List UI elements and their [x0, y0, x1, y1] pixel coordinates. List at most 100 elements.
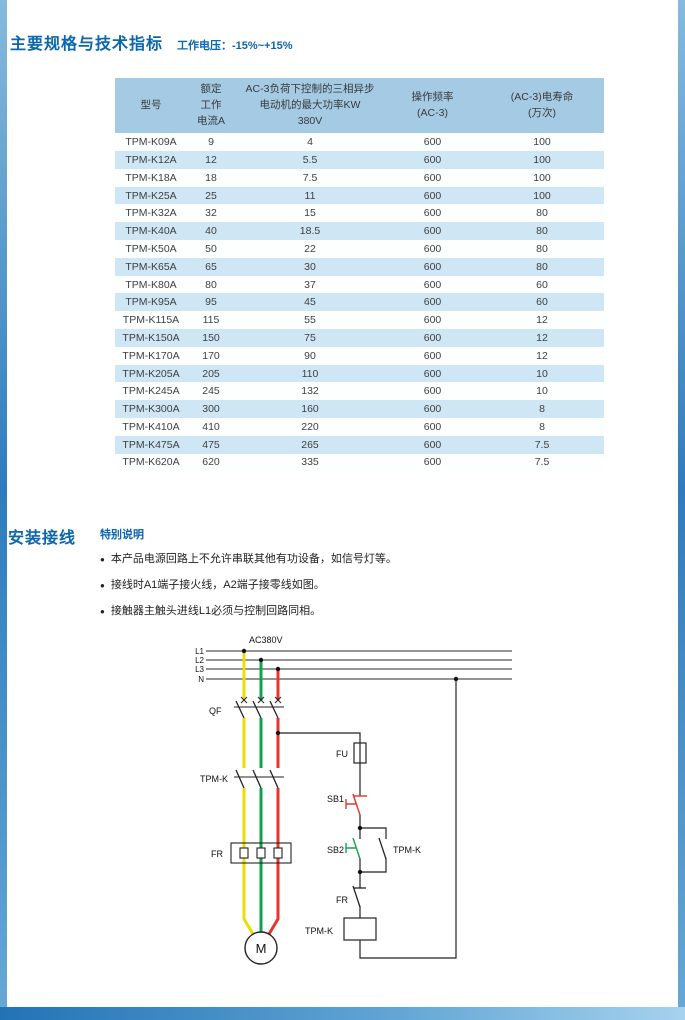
- table-cell: TPM-K18A: [125, 171, 177, 184]
- table-row: TPM-K95A 95 45 600 60: [115, 293, 604, 312]
- table-cell: 132: [301, 385, 319, 398]
- fuse-label: FU: [336, 749, 348, 759]
- table-cell: TPM-K245A: [122, 385, 180, 398]
- table-cell: TPM-K300A: [122, 403, 180, 416]
- table-cell: 220: [301, 420, 319, 433]
- table-cell: 600: [423, 225, 442, 238]
- bullet-icon: ●: [100, 581, 105, 590]
- table-cell: TPM-K410A: [122, 420, 180, 433]
- stop-button-symbol: [345, 793, 367, 816]
- note-text: 本产品电源回路上不允许串联其他有功设备，如信号灯等。: [110, 553, 397, 565]
- table-cell: 245: [202, 385, 220, 398]
- phase-wire-l3: [267, 669, 280, 935]
- col-header-model: 型号: [115, 78, 187, 134]
- table-cell: 600: [423, 260, 442, 273]
- table-cell: 600: [423, 367, 442, 380]
- right-border-decoration: [678, 0, 685, 1020]
- table-cell: 600: [423, 278, 442, 291]
- table-cell: 4: [307, 136, 313, 149]
- section-title-installation: 安装接线: [8, 530, 77, 547]
- fuse-symbol: [353, 742, 367, 764]
- junction-dots: [241, 648, 459, 875]
- table-cell: TPM-K115A: [122, 314, 180, 327]
- spec-table-header-row: 型号 额定 工作 电流A AC-3负荷下控制的三相异步 电动机的最大功率KW 3…: [115, 78, 604, 134]
- table-cell: TPM-K32A: [125, 207, 177, 220]
- table-cell: 12: [536, 331, 548, 344]
- table-cell: 37: [304, 278, 316, 291]
- overload-contact-symbol: [352, 885, 366, 908]
- table-cell: 600: [423, 438, 442, 451]
- table-cell: 600: [423, 153, 442, 166]
- table-cell: 90: [304, 349, 316, 362]
- table-cell: 80: [536, 207, 548, 220]
- table-cell: 8: [539, 403, 545, 416]
- table-cell: 150: [202, 331, 220, 344]
- phase-l1-label: L1: [195, 647, 204, 656]
- start-button-label: SB2: [327, 845, 344, 855]
- table-cell: TPM-K620A: [122, 456, 180, 469]
- working-voltage-note: 工作电压：-15%~+15%: [177, 40, 293, 52]
- table-cell: 55: [304, 314, 316, 327]
- table-cell: 100: [533, 189, 551, 202]
- left-border-decoration: [0, 0, 7, 1020]
- table-cell: 50: [205, 242, 217, 255]
- table-cell: 11: [304, 189, 316, 202]
- main-contacts-symbol: [234, 769, 284, 789]
- table-cell: 80: [536, 225, 548, 238]
- table-cell: 10: [536, 385, 548, 398]
- spec-table: 型号 额定 工作 电流A AC-3负荷下控制的三相异步 电动机的最大功率KW 3…: [115, 78, 604, 472]
- bottom-border-decoration: [0, 1007, 685, 1020]
- table-cell: 95: [205, 296, 217, 309]
- table-cell: 12: [536, 314, 548, 327]
- notes-list: ●本产品电源回路上不允许串联其他有功设备，如信号灯等。●接线时A1端子接火线，A…: [100, 552, 600, 619]
- table-cell: 22: [304, 242, 316, 255]
- table-cell: 600: [423, 189, 442, 202]
- table-cell: 600: [423, 171, 442, 184]
- table-cell: 45: [304, 296, 316, 309]
- supply-voltage-label: AC380V: [249, 635, 283, 645]
- wiring-diagram: L1 L2 L3 N AC380V QF: [195, 635, 512, 965]
- breaker-label: QF: [209, 706, 222, 716]
- table-cell: 600: [423, 296, 442, 309]
- page-title: 主要规格与技术指标: [10, 36, 164, 53]
- note-item: ●本产品电源回路上不允许串联其他有功设备，如信号灯等。: [100, 552, 600, 567]
- phase-l2-label: L2: [195, 656, 204, 665]
- table-cell: 60: [536, 296, 548, 309]
- table-cell: 300: [202, 403, 220, 416]
- table-cell: 7.5: [534, 438, 550, 451]
- table-cell: 80: [205, 278, 217, 291]
- table-cell: TPM-K80A: [125, 278, 177, 291]
- note-text: 接触器主触头进线L1必须与控制回路同相。: [110, 605, 322, 617]
- table-cell: 600: [423, 456, 442, 469]
- table-cell: 205: [202, 367, 220, 380]
- contactor-coil-symbol: [343, 917, 377, 941]
- table-cell: 600: [423, 420, 442, 433]
- table-cell: 32: [205, 207, 217, 220]
- coil-label: TPM-K: [305, 926, 333, 936]
- phase-l3-label: L3: [195, 665, 204, 674]
- neutral-label: N: [198, 675, 204, 684]
- table-cell: 100: [533, 171, 551, 184]
- table-cell: 7.5: [302, 171, 318, 184]
- col-header-frequency: 操作频率 (AC-3): [385, 78, 480, 134]
- table-cell: TPM-K95A: [125, 296, 177, 309]
- table-cell: 12: [536, 349, 548, 362]
- table-cell: TPM-K65A: [125, 260, 177, 273]
- table-cell: TPM-K475A: [122, 438, 180, 451]
- motor-label: M: [256, 941, 267, 956]
- table-cell: 65: [205, 260, 217, 273]
- bullet-icon: ●: [100, 607, 105, 616]
- table-cell: 100: [533, 153, 551, 166]
- table-cell: 25: [205, 189, 217, 202]
